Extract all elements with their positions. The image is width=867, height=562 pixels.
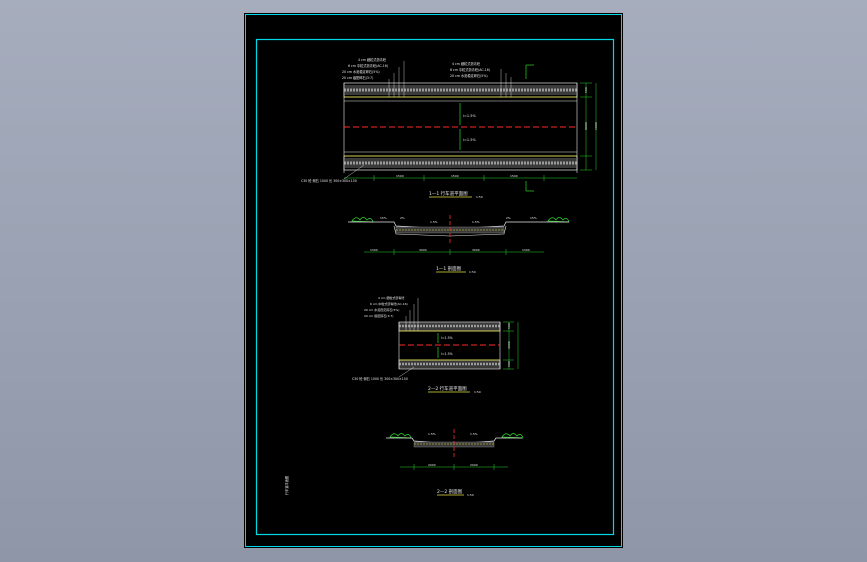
callout-left-1: 4 cm 细粒式沥青砼 [358,57,387,62]
callout-2-left-4: 20 cm 级配碎石(3:7) [364,313,393,318]
plan-view-1-scale: 1:50 [476,195,483,199]
section-1-dim-2: 3000 [419,248,427,252]
bottom-dim-1: 1500 [396,174,404,178]
side-dim-1: 500 [584,87,588,93]
slope-2-label-bottom: i=1.5% [441,352,453,356]
drawing-sheet: i=1.5% i=1.5% 4 cm 细粒式沥青砼 6 cm 中粒式沥青砼(AC… [244,13,623,548]
slope-label-bottom: i=1.5% [463,138,476,142]
section-view-2: 1.5% 1.5% 2000 2000 2—2 剖面图 1:50 [386,429,524,497]
section-1-dim-3: 3000 [472,248,480,252]
callout-left-3: 20 cm 水泥稳定碎石(5%) [342,69,380,74]
bottom-callout-1: C30 砼 侧石 1000 长 300×300×150 [301,178,357,183]
shrub-right [547,217,570,223]
shrub-left [351,217,374,223]
callout-2-left-3: 20 cm 水泥稳定碎石(5%) [364,307,399,312]
section-1-dim-4: 1300 [522,248,530,252]
plan-view-1: i=1.5% i=1.5% 4 cm 细粒式沥青砼 6 cm 中粒式沥青砼(AC… [301,57,598,199]
section-2-dim-1: 2000 [428,463,436,467]
side-dim-3: 1000 [594,122,598,130]
bottom-dim-2: 1500 [451,174,459,178]
callout-left-2: 6 cm 中粒式沥青砼(AC-16) [348,63,388,68]
callout-2-left-2: 6 cm 中粒式沥青砼(AC-16) [370,301,408,306]
plan-view-2: i=1.5% i=1.5% 4 cm 细粒式沥青砼 6 cm 中粒式沥青砼(AC… [352,295,519,394]
section-view-1: 15% 2% 1.5% 1.5% 2% 15% 1300 3000 3000 [348,215,570,274]
section-1-label-3: 1.5% [430,220,438,224]
section-1-label-4: 1.5% [472,220,480,224]
sheet-inner-border [255,38,615,536]
sheet-note: 行车道平面图 [284,476,289,495]
shrub-left-2 [389,433,412,439]
plan-view-1-title: 1—1 行车道平面图 [429,190,468,197]
side-dim-2-3: 500 [507,361,511,367]
callout-right-1: 4 cm 细粒式沥青砼 [452,61,481,66]
callout-right-3: 20 cm 水泥稳定碎石(5%) [450,73,488,78]
section-1-label-5: 2% [506,216,511,220]
section-2-dim-2: 2000 [470,463,478,467]
section-1-label-1: 15% [380,216,387,220]
section-2-label-2: 1.5% [470,432,478,436]
slope-label-top: i=1.5% [463,114,476,118]
section-view-1-title: 1—1 剖面图 [436,265,462,272]
side-dim-2-1: 500 [507,323,511,329]
section-view-2-title: 2—2 剖面图 [437,488,463,495]
callout-left-4: 20 cm 级配碎石(3:7) [342,75,373,80]
plan-view-2-scale: 1:50 [474,390,481,394]
plan-view-2-title: 2—2 行车道平面图 [428,385,467,392]
side-dim-2: 9000 [584,122,588,130]
callout-2-left-1: 4 cm 细粒式沥青砼 [378,295,404,300]
section-1-dim-1: 1300 [370,248,378,252]
slope-2-label-top: i=1.5% [441,336,453,340]
callout-right-2: 6 cm 中粒式沥青砼(AC-16) [450,67,490,72]
section-1-label-2: 2% [400,216,405,220]
section-2-label-1: 1.5% [428,432,436,436]
section-view-1-scale: 1:50 [469,270,476,274]
section-1-label-6: 15% [530,216,537,220]
bottom-dim-3: 1500 [510,174,518,178]
shrub-right-2 [501,433,524,439]
cad-drawing: i=1.5% i=1.5% 4 cm 细粒式沥青砼 6 cm 中粒式沥青砼(AC… [245,14,622,547]
side-dim-2-2: 4000 [507,341,511,349]
bottom-callout-2: C30 砼 侧石 1000 长 300×300×150 [352,376,408,381]
sheet-outer-border [245,14,622,547]
section-view-2-scale: 1:50 [467,493,474,497]
